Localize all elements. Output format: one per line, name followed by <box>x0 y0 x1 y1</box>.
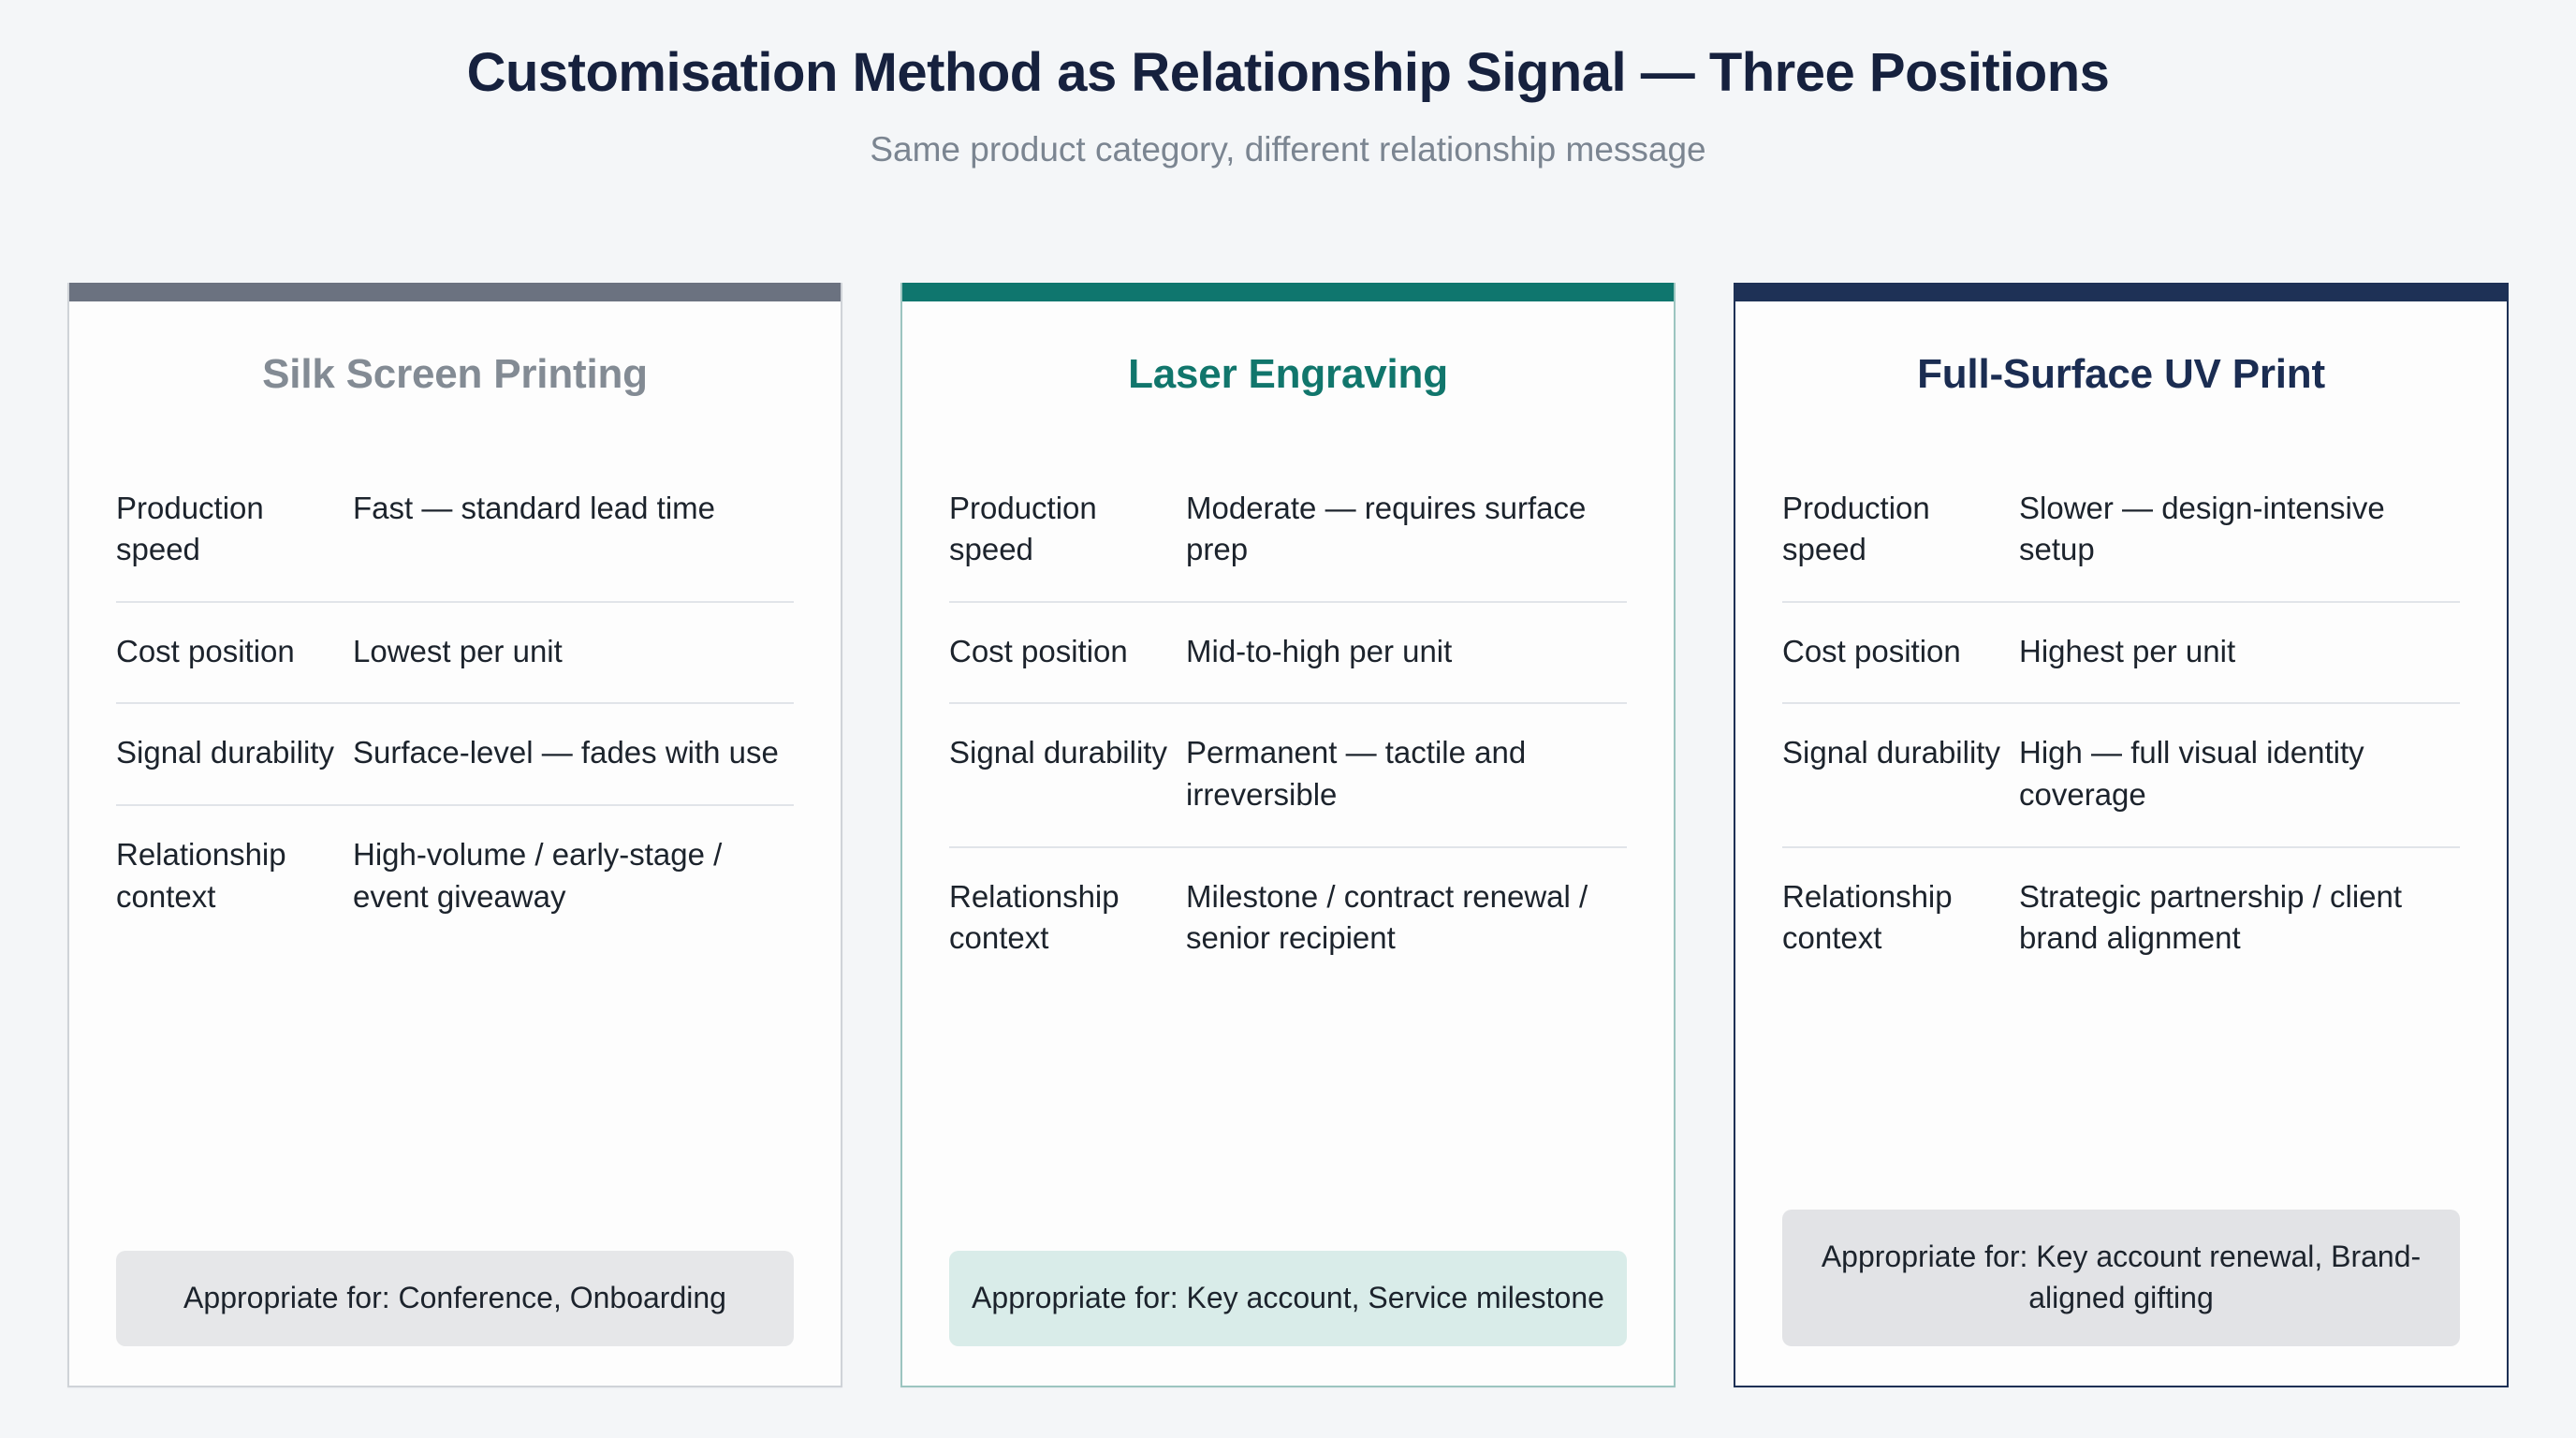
spec-row: Cost position Lowest per unit <box>116 603 794 705</box>
spec-row-value: High — full visual identity coverage <box>2019 735 2364 812</box>
card-appropriate-for-note: Appropriate for: Conference, Onboarding <box>116 1250 794 1346</box>
spec-row: Production speed Moderate — requires sur… <box>949 460 1627 603</box>
spec-row-label: Signal durability <box>1782 735 2000 770</box>
spec-row-value: Slower — design-intensive setup <box>2019 490 2385 567</box>
spec-row: Cost position Highest per unit <box>1782 603 2460 705</box>
spec-row-value: Surface-level — fades with use <box>353 735 779 770</box>
spec-row-label: Relationship context <box>116 836 286 914</box>
header: Customisation Method as Relationship Sig… <box>0 0 2576 171</box>
spec-row: Relationship context High-volume / early… <box>116 806 794 947</box>
spec-row-label: Signal durability <box>949 735 1167 770</box>
spec-row-label: Production speed <box>1782 490 1930 567</box>
spec-row-value: Mid-to-high per unit <box>1186 633 1453 668</box>
spec-rows: Production speed Slower — design-intensi… <box>1782 460 2460 1185</box>
spec-row: Signal durability Permanent — tactile an… <box>949 704 1627 848</box>
spec-row: Relationship context Strategic partnersh… <box>1782 848 2460 990</box>
spec-row-label: Production speed <box>116 490 264 567</box>
card-full-surface-uv-print[interactable]: Full-Surface UV Print Production speed S… <box>1734 283 2509 1387</box>
spec-row: Production speed Fast — standard lead ti… <box>116 460 794 603</box>
card-body: Silk Screen Printing Production speed Fa… <box>69 301 841 1386</box>
spec-row: Cost position Mid-to-high per unit <box>949 603 1627 705</box>
card-appropriate-for-note: Appropriate for: Key account, Service mi… <box>949 1250 1627 1346</box>
spec-row-label: Relationship context <box>1782 878 1953 956</box>
spec-row-value: Lowest per unit <box>353 633 563 668</box>
spec-row: Relationship context Milestone / contrac… <box>949 848 1627 990</box>
spec-row-label: Production speed <box>949 490 1097 567</box>
card-title: Silk Screen Printing <box>262 351 648 397</box>
card-accent-bar <box>1735 283 2507 301</box>
card-appropriate-for-note: Appropriate for: Key account renewal, Br… <box>1782 1209 2460 1346</box>
card-body: Laser Engraving Production speed Moderat… <box>902 301 1674 1386</box>
spec-row-label: Relationship context <box>949 878 1120 956</box>
card-accent-bar <box>902 283 1674 301</box>
card-title: Laser Engraving <box>1128 351 1448 397</box>
spec-row-value: Strategic partnership / client brand ali… <box>2019 878 2403 956</box>
card-laser-engraving[interactable]: Laser Engraving Production speed Moderat… <box>900 283 1676 1387</box>
card-grid: Silk Screen Printing Production speed Fa… <box>67 283 2509 1387</box>
spec-row-value: Permanent — tactile and irreversible <box>1186 735 1527 812</box>
page-subtitle: Same product category, different relatio… <box>870 130 1706 169</box>
spec-row-value: High-volume / early-stage / event giveaw… <box>353 836 723 914</box>
spec-rows: Production speed Fast — standard lead ti… <box>116 460 794 1226</box>
spec-row-label: Cost position <box>1782 633 1961 668</box>
spec-rows: Production speed Moderate — requires sur… <box>949 460 1627 1226</box>
spec-row-label: Cost position <box>949 633 1128 668</box>
card-silk-screen-printing[interactable]: Silk Screen Printing Production speed Fa… <box>67 283 842 1387</box>
spec-row-value: Milestone / contract renewal / senior re… <box>1186 878 1588 956</box>
spec-row-value: Fast — standard lead time <box>353 490 716 525</box>
spec-row: Production speed Slower — design-intensi… <box>1782 460 2460 603</box>
spec-row-value: Moderate — requires surface prep <box>1186 490 1587 567</box>
card-body: Full-Surface UV Print Production speed S… <box>1735 301 2507 1386</box>
spec-row-value: Highest per unit <box>2019 633 2236 668</box>
page-title: Customisation Method as Relationship Sig… <box>466 42 2110 103</box>
spec-row: Signal durability Surface-level — fades … <box>116 704 794 806</box>
spec-row: Signal durability High — full visual ide… <box>1782 704 2460 848</box>
card-accent-bar <box>69 283 841 301</box>
spec-row-label: Signal durability <box>116 735 334 770</box>
spec-row-label: Cost position <box>116 633 295 668</box>
card-title: Full-Surface UV Print <box>1917 351 2325 397</box>
